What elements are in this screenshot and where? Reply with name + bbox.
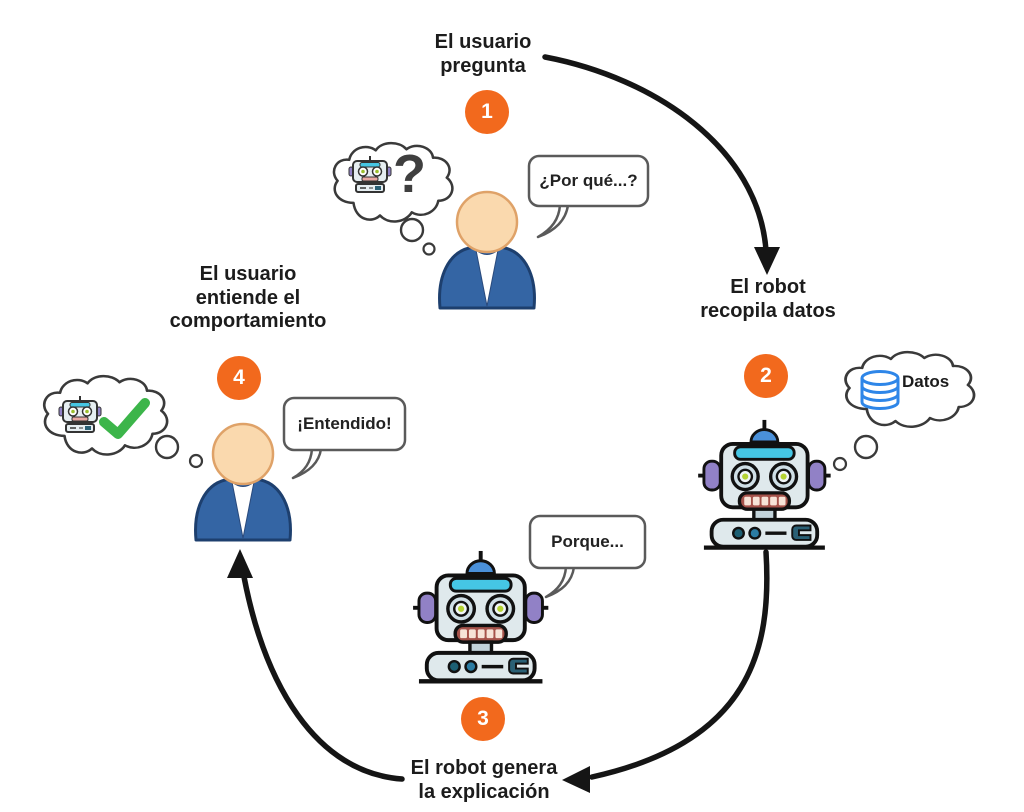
step4-speech-text: ¡Entendido!: [297, 414, 392, 433]
step3-speech-text: Porque...: [551, 532, 624, 551]
robot-illustration-step3: [413, 551, 548, 681]
step2-number-badge: 2: [744, 354, 788, 398]
thought-cloud-step2: [832, 350, 976, 472]
step2-label: El robot recopila datos: [700, 276, 836, 322]
database-icon: [860, 370, 900, 410]
step3-label: El robot genera la explicación: [410, 757, 558, 803]
speech-bubble-step1: [527, 154, 650, 239]
question-mark: ?: [393, 144, 426, 204]
robot-illustration-step2: [698, 420, 830, 548]
robot-icon: [348, 155, 392, 193]
user-illustration-step1: [438, 190, 536, 310]
user-illustration-step4: [194, 422, 292, 542]
step1-label: El usuario pregunta: [434, 31, 532, 77]
step4-label: El usuario entiende el comportamiento: [169, 263, 327, 333]
speech-bubble-step4: [282, 396, 407, 480]
step4-number-badge: 4: [217, 356, 261, 400]
robot-icon: [58, 395, 102, 433]
thought-cloud-step4: [42, 374, 204, 469]
step1-number-badge: 1: [465, 90, 509, 134]
check-icon: [99, 398, 150, 439]
step3-number-badge: 3: [461, 697, 505, 741]
arrow-step3-to-step4: [227, 549, 405, 782]
step1-speech-text: ¿Por qué...?: [539, 171, 638, 190]
thought-cloud-step1: [332, 141, 454, 256]
arrow-step2-to-step3: [562, 549, 770, 793]
datos-label: Datos: [902, 372, 950, 391]
arrow-step1-to-step2: [542, 54, 780, 275]
speech-bubble-step3: [528, 514, 647, 599]
